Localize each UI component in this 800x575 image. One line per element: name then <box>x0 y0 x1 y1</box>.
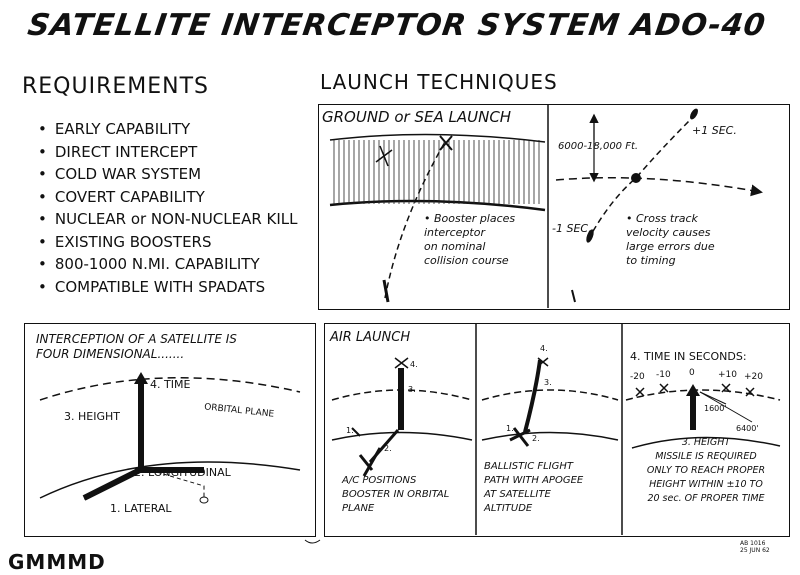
time-label: 4. TIME <box>150 378 191 391</box>
launch-techniques-heading: LAUNCH TECHNIQUES <box>320 70 558 94</box>
company-logo: GMMMD <box>8 550 106 574</box>
plus-one-sec-label: +1 SEC. <box>692 124 737 137</box>
crosstrack-note: • Cross track velocity causes large erro… <box>626 212 715 267</box>
air-col2-note: BALLISTIC FLIGHT PATH WITH APOGEE AT SAT… <box>484 461 584 514</box>
distance-label: 6400' <box>736 424 759 433</box>
air-col1-label: 3. <box>408 385 416 394</box>
air-col2-label: 1. <box>506 424 514 433</box>
requirement-item: EARLY CAPABILITY <box>38 118 298 141</box>
air-launch-title: AIR LAUNCH <box>330 330 411 345</box>
requirement-item: 800-1000 N.MI. CAPABILITY <box>38 253 298 276</box>
document-code: AB 1016 25 JUN 62 <box>740 540 770 554</box>
air-col1-label: 1. <box>346 426 354 435</box>
height-label: 3. HEIGHT <box>64 410 120 423</box>
tick-label: -10 <box>656 370 671 380</box>
requirement-item: COLD WAR SYSTEM <box>38 163 298 186</box>
requirements-list: EARLY CAPABILITY DIRECT INTERCEPT COLD W… <box>38 118 298 298</box>
minus-one-sec-label: -1 SEC. <box>552 222 592 235</box>
tick-label: 0 <box>689 368 695 378</box>
requirement-item: COMPATIBLE WITH SPADATS <box>38 276 298 299</box>
four-dimensional-panel <box>24 323 316 537</box>
tick-label: +10 <box>718 370 737 380</box>
altitude-label: 6000-18,000 Ft. <box>558 141 639 152</box>
tick-label: +20 <box>744 372 763 382</box>
air-col2-label: 3. <box>544 378 552 387</box>
air-col3-note: 3. HEIGHT MISSILE IS REQUIRED ONLY TO RE… <box>646 437 766 504</box>
four-dim-title: INTERCEPTION OF A SATELLITE IS FOUR DIME… <box>36 332 237 361</box>
longitudinal-label: 2. LONGITUDINAL <box>134 466 231 479</box>
requirements-heading: REQUIREMENTS <box>22 74 210 99</box>
air-col1-label: 4. <box>410 360 418 369</box>
air-col2-label: 2. <box>532 434 540 443</box>
lateral-label: 1. LATERAL <box>110 502 172 515</box>
air-col1-note: A/C POSITIONS BOOSTER IN ORBITAL PLANE <box>342 475 450 514</box>
tick-label: -20 <box>630 372 645 382</box>
air-col2-label: 4. <box>540 344 548 353</box>
requirement-item: NUCLEAR or NON-NUCLEAR KILL <box>38 208 298 231</box>
requirement-item: COVERT CAPABILITY <box>38 186 298 209</box>
time-in-seconds-label: 4. TIME IN SECONDS: <box>630 350 747 363</box>
ground-launch-panel <box>318 104 790 310</box>
booster-note: • Booster places interceptor on nominal … <box>424 212 516 267</box>
air-col1-label: 2. <box>384 444 392 453</box>
distance-label: 1600' <box>704 404 727 413</box>
requirement-item: DIRECT INTERCEPT <box>38 141 298 164</box>
ground-launch-title: GROUND or SEA LAUNCH <box>322 108 512 126</box>
requirement-item: EXISTING BOOSTERS <box>38 231 298 254</box>
air-launch-panel <box>324 323 790 537</box>
